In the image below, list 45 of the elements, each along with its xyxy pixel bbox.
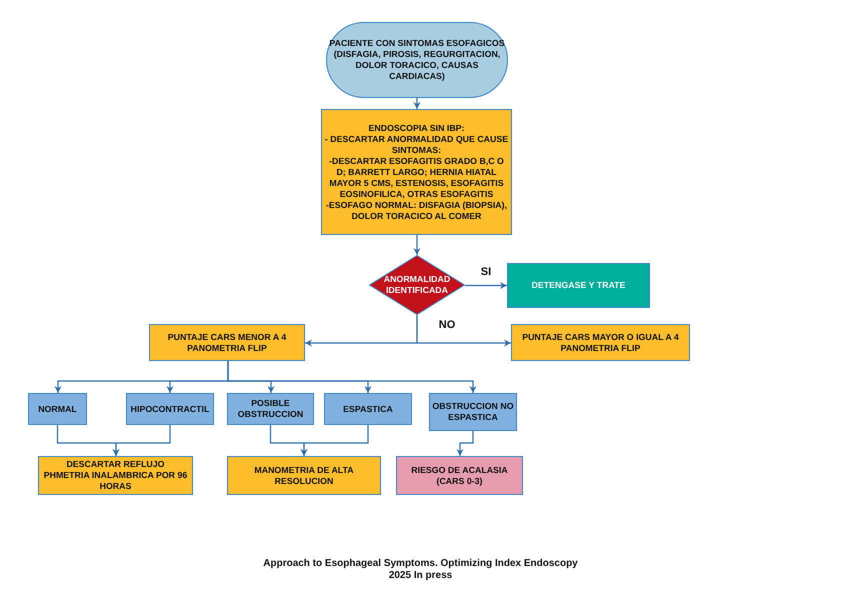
node-text: - DESCARTAR ANORMALIDAD QUE CAUSE SINTOMAS: xyxy=(324,134,509,156)
process-box xyxy=(321,109,512,235)
result-box xyxy=(227,393,314,425)
process-box xyxy=(38,456,193,495)
node-text: DESCARTAR REFLUJO xyxy=(66,459,165,470)
connector-arrow xyxy=(300,425,369,456)
connector-arrow xyxy=(112,425,171,456)
result-box xyxy=(28,393,87,425)
result-box xyxy=(126,393,214,425)
node-text: PHMETRIA INALAMBRICA POR 96 HORAS xyxy=(42,470,188,492)
outcome-box xyxy=(396,456,523,495)
action-box xyxy=(507,263,650,308)
node-text: PACIENTE CON SINTOMAS ESOFAGICOS xyxy=(329,38,505,49)
process-box xyxy=(227,456,381,495)
connector-arrow xyxy=(456,431,474,456)
node-text: ENDOSCOPIA SIN IBP: xyxy=(368,122,464,134)
node-text: OBSTRUCCION NO ESPASTICA xyxy=(432,401,514,423)
citation-text: 2025 In press xyxy=(388,570,452,582)
node-text: DETENGASE Y TRATE xyxy=(532,280,626,291)
node-text: PANOMETRIA FLIP xyxy=(187,342,267,354)
node-text: PUNTAJE CARS MENOR A 4 xyxy=(168,332,286,342)
node-text: ESPASTICA xyxy=(343,404,393,414)
connector-arrow xyxy=(465,282,507,289)
process-box xyxy=(149,324,305,361)
node-text: RIESGO DE ACALASIA xyxy=(411,464,508,476)
result-box xyxy=(429,393,517,431)
node-text: POSIBLE OBSTRUCCION xyxy=(236,398,304,420)
result-box xyxy=(324,393,412,425)
connector-arrow xyxy=(416,315,511,346)
connector-arrow xyxy=(414,235,420,255)
connector-arrow xyxy=(227,361,476,393)
node-text: ANORMALIDAD IDENTIFICADA xyxy=(382,274,452,296)
decision-diamond xyxy=(369,255,465,315)
node-text: MANOMETRIA DE ALTA RESOLUCION xyxy=(253,464,355,486)
node-text: -ESOFAGO NORMAL: DISFAGIA (BIOPSIA), DOLOR TORACICO AL COMER xyxy=(325,200,508,222)
node-text: NORMAL xyxy=(38,404,77,414)
node-text: (CARS 0-3) xyxy=(436,476,482,486)
caption: Approach to Esophageal Symptoms. Optimizing Index Endoscopy xyxy=(263,558,578,570)
process-box xyxy=(511,324,690,361)
node-text: (DISFAGIA, PIROSIS, REGURGITACION, DOLOR TORACICO, CAUSAS CARDIACAS) xyxy=(332,49,502,82)
node-text: -DESCARTAR ESOFAGITIS GRADO B,C O D; BARRETT LARGO; HERNIA HIATAL MAYOR 5 CMS, ESTENOSIS, ESOFAGITIS EOSINOFILICA, OTRAS ESOFAGITIS xyxy=(328,156,505,200)
node-text: PANOMETRIA FLIP xyxy=(560,342,640,354)
node-text: PUNTAJE CARS MAYOR O IGUAL A 4 xyxy=(522,332,679,342)
connector-arrow xyxy=(414,98,420,109)
node-text: HIPOCONTRACTIL xyxy=(130,404,210,414)
